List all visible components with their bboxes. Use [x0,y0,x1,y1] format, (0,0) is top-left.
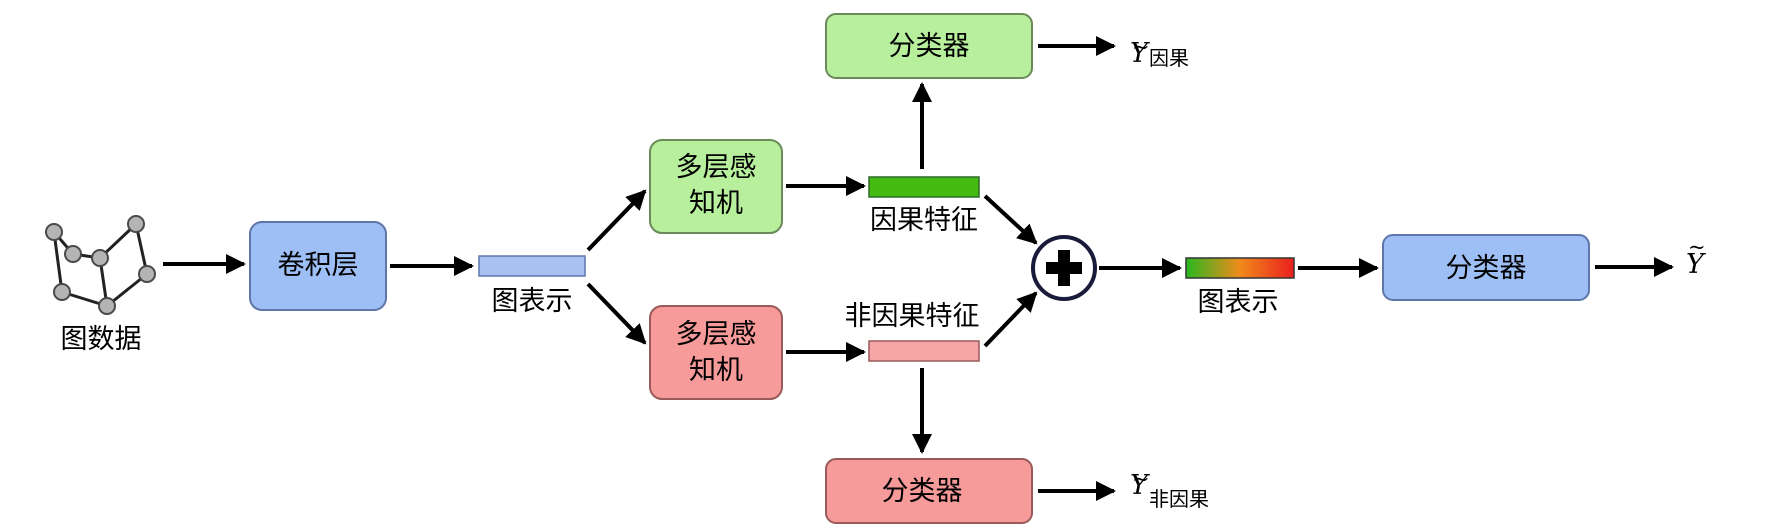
svg-text:~: ~ [1688,235,1706,259]
output-y-causal-sub: 因果 [1149,46,1189,70]
mlp-noncausal-line2: 知机 [689,355,743,386]
output-y-causal-symbol: Y [1130,38,1150,69]
classifier-final-box [1382,234,1590,301]
arrow-causal-to-sum [983,194,1038,245]
graph-repr-label-2: 图表示 [1198,287,1279,318]
mlp-causal-line2: 知机 [689,188,743,219]
mlp-causal-box [649,139,783,234]
output-y-noncausal-symbol: Y [1130,470,1150,501]
output-y-final: ~ Y [1686,235,1706,280]
sum-node-icon [1031,235,1097,301]
output-y-noncausal: ~ Y 非因果 [1130,467,1209,511]
conv-layer-label: 卷积层 [278,250,359,281]
input-graph-icon [45,215,156,315]
causal-feature-label: 因果特征 [870,205,978,236]
arrow-repr-to-mlp-noncausal [586,282,647,345]
mlp-noncausal-line1: 多层感 [676,319,757,350]
classifier-noncausal-box [825,458,1033,524]
classifier-causal-box [825,13,1033,79]
causal-feature-bar [868,176,980,198]
graph-repr-bar-2 [1185,257,1295,279]
arrow-repr-to-mlp-causal [586,189,647,252]
noncausal-feature-bar [868,340,980,362]
classifier-noncausal-label: 分类器 [882,476,963,507]
svg-text:~: ~ [1132,35,1150,59]
graph-repr-bar-1 [478,255,586,277]
noncausal-feature-label: 非因果特征 [845,301,980,332]
arrow-noncausal-to-sum [983,291,1038,348]
classifier-causal-label: 分类器 [889,31,970,62]
output-y-final-symbol: Y [1686,249,1706,280]
output-y-causal: ~ Y 因果 [1130,35,1189,70]
mlp-noncausal-box [649,305,783,400]
svg-text:~: ~ [1132,467,1150,491]
classifier-final-label: 分类器 [1446,253,1527,284]
input-graph-label: 图数据 [61,324,142,355]
conv-layer-box [249,221,387,311]
mlp-causal-line1: 多层感 [676,152,757,183]
graph-repr-label-1: 图表示 [492,286,573,317]
output-y-noncausal-sub: 非因果 [1149,487,1209,511]
